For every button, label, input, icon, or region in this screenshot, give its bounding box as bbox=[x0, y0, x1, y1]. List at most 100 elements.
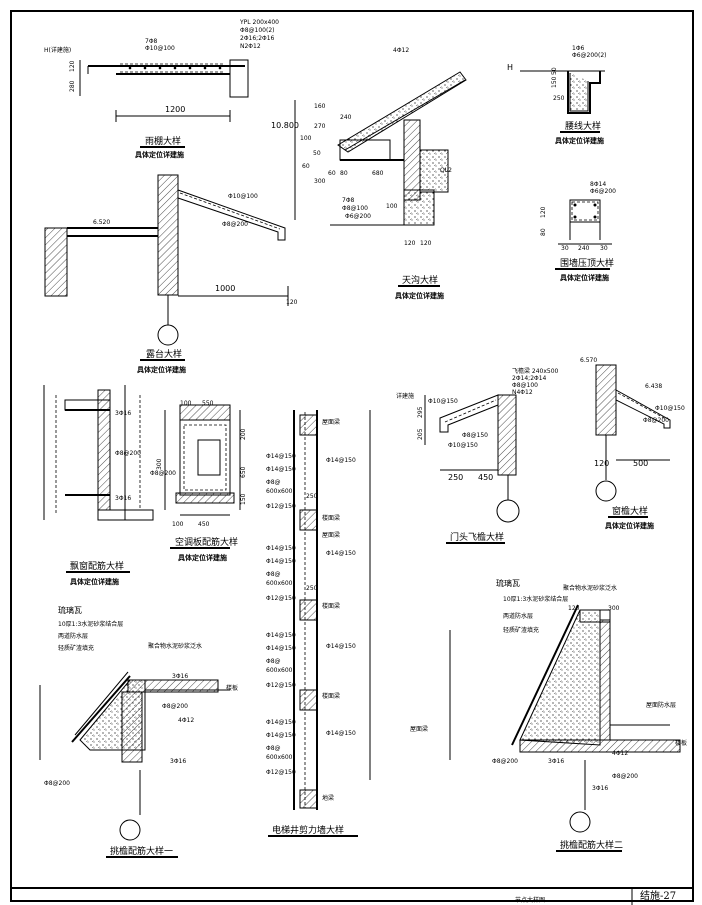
svg-text:100: 100 bbox=[386, 203, 398, 210]
svg-text:H(详建施): H(详建施) bbox=[44, 46, 71, 54]
window-eave-title: 窗檐大样 bbox=[612, 505, 648, 517]
svg-text:Φ6@200: Φ6@200 bbox=[345, 213, 371, 220]
bay-window-title: 飘窗配筋大样 bbox=[70, 560, 124, 572]
svg-text:Φ12@150: Φ12@150 bbox=[266, 769, 296, 776]
svg-text:楼面梁: 楼面梁 bbox=[322, 514, 340, 522]
svg-text:10.800: 10.800 bbox=[271, 121, 299, 130]
svg-text:Φ14@150: Φ14@150 bbox=[326, 643, 356, 650]
svg-text:YPL 200x400: YPL 200x400 bbox=[239, 19, 279, 26]
svg-text:地梁: 地梁 bbox=[322, 794, 334, 802]
sheet-title-small: 节点大样图 bbox=[515, 896, 545, 904]
sheet-border bbox=[10, 10, 694, 902]
svg-text:1000: 1000 bbox=[215, 284, 235, 293]
svg-text:具体定位详建施: 具体定位详建施 bbox=[177, 553, 227, 562]
svg-text:60: 60 bbox=[302, 163, 310, 170]
svg-text:Φ8@: Φ8@ bbox=[266, 479, 281, 486]
svg-text:7Φ8: 7Φ8 bbox=[342, 197, 355, 204]
svg-text:聚合物水泥砂浆泛水: 聚合物水泥砂浆泛水 bbox=[563, 584, 617, 592]
cornice1-detail: 琉璃瓦 10厚1:3水泥砂浆结合层 两道防水层 轻质矿渣填充 聚合物水泥砂浆泛水… bbox=[39, 605, 238, 858]
svg-text:Φ10@100: Φ10@100 bbox=[145, 45, 175, 52]
svg-text:6.520: 6.520 bbox=[93, 219, 110, 226]
cornice2-detail: 琉璃瓦 10厚1:3水泥砂浆结合层 两道防水层 轻质矿渣填充 聚合物水泥砂浆泛水… bbox=[410, 578, 687, 852]
svg-text:3Φ16: 3Φ16 bbox=[548, 758, 564, 765]
canopy-title: 雨棚大样 bbox=[145, 135, 181, 147]
svg-text:Φ14@150: Φ14@150 bbox=[266, 545, 296, 552]
door-eave-detail: 详建施 Φ10@150 Φ8@150 Φ10@150 295 205 250 4… bbox=[396, 367, 559, 544]
svg-text:1200: 1200 bbox=[165, 105, 185, 114]
svg-text:120: 120 bbox=[404, 240, 416, 247]
sheet-number: 结施-27 bbox=[640, 889, 676, 902]
svg-text:琉璃瓦: 琉璃瓦 bbox=[58, 605, 82, 615]
svg-text:270: 270 bbox=[314, 123, 326, 130]
svg-text:轻质矿渣填充: 轻质矿渣填充 bbox=[503, 626, 539, 634]
svg-text:120: 120 bbox=[69, 60, 76, 72]
svg-text:两道防水层: 两道防水层 bbox=[503, 612, 533, 620]
svg-text:Φ12@150: Φ12@150 bbox=[266, 682, 296, 689]
parapet-detail: 8Φ14 Φ6@200 80 120 30 240 30 围墙压顶大样 具体定位… bbox=[540, 181, 616, 282]
svg-text:Φ8@200: Φ8@200 bbox=[115, 450, 141, 457]
svg-text:Φ8@: Φ8@ bbox=[266, 745, 281, 752]
svg-text:楼板: 楼板 bbox=[675, 739, 687, 747]
svg-text:150: 150 bbox=[240, 493, 247, 505]
svg-text:屋面梁: 屋面梁 bbox=[322, 418, 340, 426]
bay-window-detail: 3Φ16 Φ8@200 3Φ16 飘窗配筋大样 具体定位详建施 bbox=[43, 385, 154, 586]
svg-text:600x600: 600x600 bbox=[266, 667, 293, 674]
svg-text:30: 30 bbox=[561, 245, 569, 252]
svg-text:Φ8@200: Φ8@200 bbox=[162, 703, 188, 710]
svg-text:150: 150 bbox=[551, 76, 558, 88]
svg-text:295: 295 bbox=[417, 406, 424, 418]
svg-text:Φ14@150: Φ14@150 bbox=[326, 457, 356, 464]
svg-text:4Φ12: 4Φ12 bbox=[178, 717, 194, 724]
svg-text:120: 120 bbox=[568, 605, 580, 612]
svg-text:250: 250 bbox=[448, 473, 463, 482]
svg-text:Φ14@150: Φ14@150 bbox=[326, 730, 356, 737]
svg-text:Φ14@150: Φ14@150 bbox=[266, 466, 296, 473]
canopy-detail: H(详建施) 7Φ8 Φ10@100 YPL 200x400 Φ8@100(2)… bbox=[44, 19, 279, 159]
cornice2-title: 挑檐配筋大样二 bbox=[560, 839, 623, 851]
gutter-title: 天沟大样 bbox=[402, 274, 438, 286]
svg-text:240: 240 bbox=[578, 245, 590, 252]
svg-text:100: 100 bbox=[180, 400, 192, 407]
svg-text:80: 80 bbox=[540, 228, 547, 236]
svg-text:Φ8@100: Φ8@100 bbox=[512, 382, 538, 389]
svg-text:205: 205 bbox=[417, 428, 424, 440]
svg-text:240: 240 bbox=[340, 114, 352, 121]
svg-text:250: 250 bbox=[553, 95, 565, 102]
svg-text:Φ14@150: Φ14@150 bbox=[266, 645, 296, 652]
svg-text:30: 30 bbox=[600, 245, 608, 252]
svg-text:琉璃瓦: 琉璃瓦 bbox=[496, 578, 520, 588]
svg-text:300: 300 bbox=[156, 458, 163, 470]
svg-text:10厚1:3水泥砂浆结合层: 10厚1:3水泥砂浆结合层 bbox=[58, 620, 123, 628]
svg-text:100: 100 bbox=[300, 135, 312, 142]
svg-text:120: 120 bbox=[286, 299, 298, 306]
terrace-title: 露台大样 bbox=[146, 348, 182, 360]
svg-text:250: 250 bbox=[306, 585, 318, 592]
svg-text:600x600: 600x600 bbox=[266, 754, 293, 761]
svg-text:Φ14@150: Φ14@150 bbox=[266, 453, 296, 460]
svg-text:250: 250 bbox=[306, 493, 318, 500]
svg-text:Φ6@200(2): Φ6@200(2) bbox=[572, 52, 607, 59]
gutter-detail: 4Φ12 10.800 240 QL2 7Φ8 Φ8@100 Φ6@200 10… bbox=[271, 47, 467, 300]
svg-text:具体定位详建施: 具体定位详建施 bbox=[134, 150, 184, 159]
svg-text:200: 200 bbox=[240, 428, 247, 440]
svg-text:3Φ16: 3Φ16 bbox=[170, 758, 186, 765]
svg-text:50: 50 bbox=[551, 67, 558, 75]
svg-text:QL2: QL2 bbox=[440, 167, 452, 174]
svg-text:450: 450 bbox=[478, 473, 493, 482]
svg-text:Φ8@: Φ8@ bbox=[266, 571, 281, 578]
svg-text:Φ14@150: Φ14@150 bbox=[266, 719, 296, 726]
svg-text:3Φ16: 3Φ16 bbox=[592, 785, 608, 792]
svg-text:具体定位详建施: 具体定位详建施 bbox=[394, 291, 444, 300]
svg-text:Φ8@200: Φ8@200 bbox=[44, 780, 70, 787]
elevator-wall-detail: Φ14@150 Φ14@150 Φ8@ 600x600 Φ12@150 Φ14@… bbox=[266, 410, 371, 837]
svg-text:600x600: 600x600 bbox=[266, 580, 293, 587]
svg-text:280: 280 bbox=[69, 80, 76, 92]
svg-text:Φ6@200: Φ6@200 bbox=[590, 188, 616, 195]
svg-text:楼板: 楼板 bbox=[226, 684, 238, 692]
svg-text:N2Φ12: N2Φ12 bbox=[240, 43, 261, 50]
window-eave-detail: 6.570 6.438 Φ10@150 Φ8@200 120 500 窗檐大样 … bbox=[580, 357, 685, 530]
svg-text:具体定位详建施: 具体定位详建施 bbox=[604, 521, 654, 530]
svg-text:120: 120 bbox=[420, 240, 432, 247]
svg-text:具体定位详建施: 具体定位详建施 bbox=[559, 273, 609, 282]
svg-text:Φ8@150: Φ8@150 bbox=[462, 432, 488, 439]
